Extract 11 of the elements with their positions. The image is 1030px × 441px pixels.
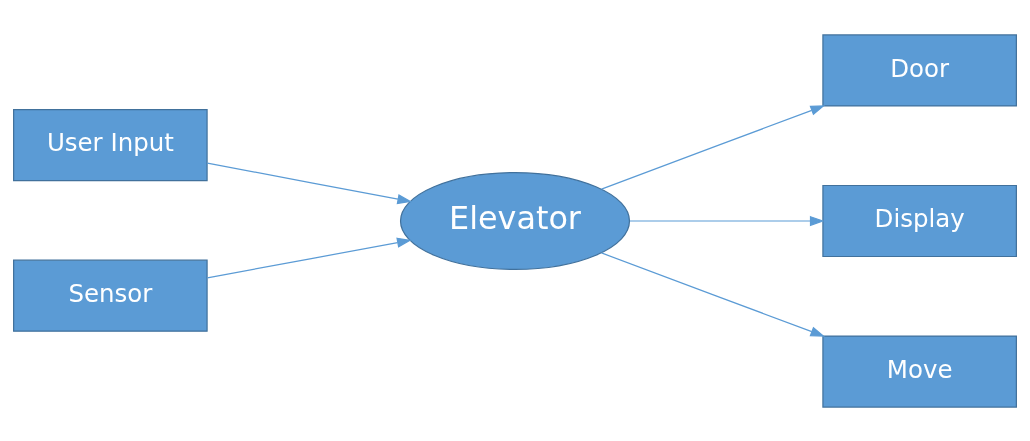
node-ellipse: Elevator — [399, 171, 631, 270]
node-box: Sensor — [13, 259, 208, 332]
node-box: Move — [822, 334, 1017, 408]
arrow — [600, 104, 826, 190]
arrow — [206, 162, 413, 204]
arrow — [629, 215, 825, 226]
node-box: User Input — [13, 108, 208, 181]
node-box: Display — [822, 184, 1017, 257]
node-box: Door — [822, 33, 1017, 106]
arrow — [206, 237, 412, 278]
arrow — [600, 251, 826, 337]
